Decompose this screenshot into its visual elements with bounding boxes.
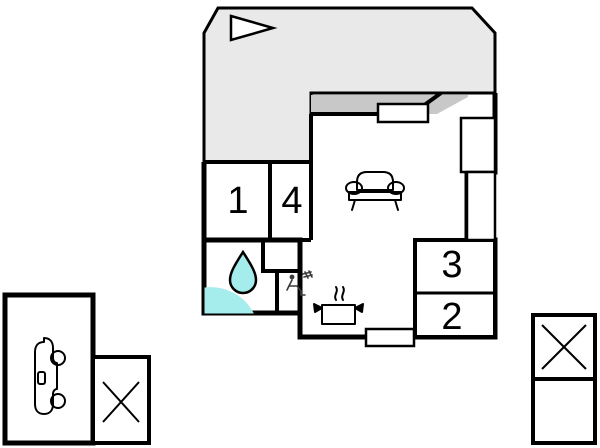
- closet-upper: [459, 116, 497, 174]
- room-3-2-block: [413, 238, 497, 339]
- water-drop-icon: [228, 249, 258, 295]
- shower-arc-icon: [204, 287, 254, 314]
- window-top: [376, 102, 430, 124]
- bathroom-partition: [261, 240, 300, 273]
- window-bottom: [364, 327, 416, 348]
- room-label-1: 1: [227, 180, 248, 222]
- closet-lower: [465, 170, 497, 242]
- room-label-2: 2: [441, 296, 462, 338]
- open-terrace-shape: [202, 6, 497, 164]
- direction-arrow-icon: [229, 14, 278, 42]
- sofa-icon: [345, 171, 405, 211]
- cross-box-icon-left: [102, 381, 140, 423]
- cooking-pot-icon: [313, 286, 364, 325]
- room-label-4: 4: [281, 180, 302, 222]
- car-icon: [34, 337, 66, 415]
- cross-box-icon-right: [541, 324, 587, 370]
- room-label-3: 3: [441, 244, 462, 286]
- storage-block-left: [91, 355, 151, 445]
- garage-block: [2, 292, 96, 446]
- house-left-wall: [201, 162, 300, 316]
- sauna-icon: [286, 270, 313, 296]
